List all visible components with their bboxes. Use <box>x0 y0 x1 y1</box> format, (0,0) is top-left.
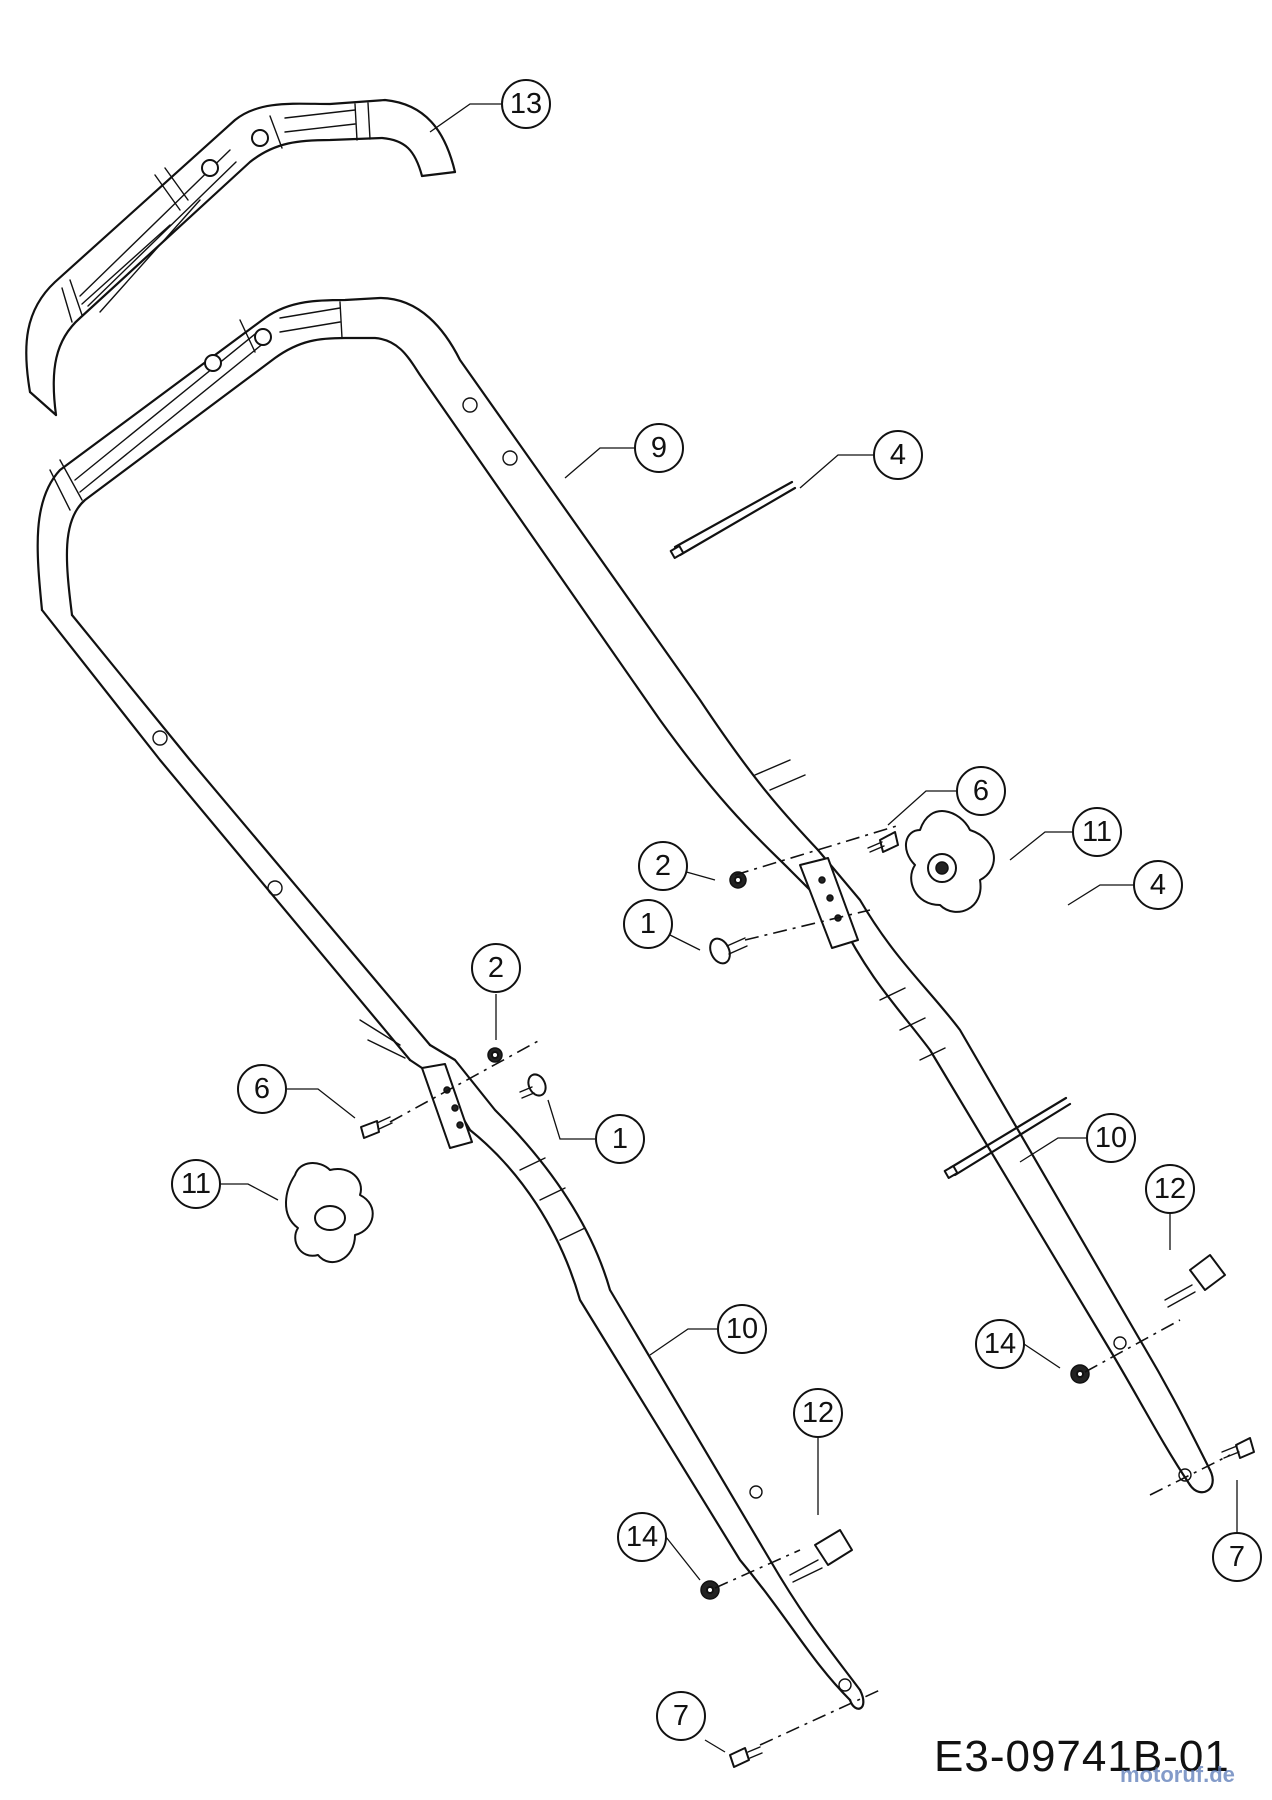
callout-6-left: 6 <box>237 1064 287 1114</box>
knob-right-11 <box>905 810 995 913</box>
svg-text:14: 14 <box>984 1328 1016 1360</box>
svg-text:4: 4 <box>890 439 906 471</box>
callout-10-left: 10 <box>717 1304 767 1354</box>
svg-text:7: 7 <box>673 1700 689 1732</box>
cable-tie-lower <box>943 1096 1072 1179</box>
svg-text:7: 7 <box>1229 1541 1245 1573</box>
svg-text:13: 13 <box>510 88 542 120</box>
callouts: 13 9 4 6 11 2 4 1 2 6 1 11 10 12 14 7 10… <box>171 79 1262 1741</box>
carriage-bolt-left-1 <box>519 1073 547 1099</box>
dash-axis-right-lower <box>1084 1319 1231 1496</box>
drawing-number: E3-09741B-01 <box>934 1732 1230 1781</box>
svg-text:14: 14 <box>626 1521 658 1553</box>
knob-left-11 <box>285 1162 374 1264</box>
callout-2-left: 2 <box>471 943 521 993</box>
callout-7-left: 7 <box>656 1691 706 1741</box>
svg-text:1: 1 <box>612 1123 628 1155</box>
callout-9: 9 <box>634 423 684 473</box>
carriage-bolt-right-1 <box>709 937 748 965</box>
lower-handle-right <box>788 848 1214 1494</box>
svg-text:6: 6 <box>254 1073 270 1105</box>
callout-14-left: 14 <box>617 1512 667 1562</box>
callout-11-right: 11 <box>1072 807 1122 857</box>
handle-grip-cover <box>25 98 457 417</box>
callout-12-right: 12 <box>1145 1164 1195 1214</box>
svg-text:2: 2 <box>488 952 504 984</box>
callout-11-left: 11 <box>171 1159 221 1209</box>
callout-4-upper: 4 <box>873 430 923 480</box>
screw-left-7 <box>729 1746 763 1768</box>
lower-handle-left <box>359 1019 865 1710</box>
upper-handle <box>36 296 820 1062</box>
callout-2-right: 2 <box>638 841 688 891</box>
dash-axis-left-lower <box>714 1549 881 1746</box>
nut-right-2 <box>729 871 747 889</box>
dash-axis-left <box>389 1039 541 1123</box>
svg-text:12: 12 <box>1154 1173 1186 1205</box>
callout-12-left: 12 <box>793 1388 843 1438</box>
callout-4-lower: 4 <box>1133 860 1183 910</box>
callout-1-left: 1 <box>595 1114 645 1164</box>
svg-text:11: 11 <box>181 1168 211 1200</box>
lock-knob-right-12 <box>1164 1254 1226 1308</box>
cable-tie-upper <box>669 480 797 559</box>
nut-left-2 <box>487 1047 503 1063</box>
svg-text:12: 12 <box>802 1397 834 1429</box>
callout-13: 13 <box>501 79 551 129</box>
watermark: motoruf.de <box>1120 1762 1235 1787</box>
callout-1-right: 1 <box>623 899 673 949</box>
dash-axis-right <box>734 824 901 941</box>
screw-right-7 <box>1221 1437 1255 1459</box>
washer-right-14 <box>1070 1364 1090 1384</box>
svg-text:2: 2 <box>655 850 671 882</box>
callout-6-right: 6 <box>956 766 1006 816</box>
bolt-right-6 <box>867 831 899 853</box>
svg-text:9: 9 <box>651 432 667 464</box>
bolt-left-6 <box>360 1116 393 1139</box>
callout-14-right: 14 <box>975 1319 1025 1369</box>
svg-text:10: 10 <box>726 1313 758 1345</box>
leader-lines <box>220 103 1238 1753</box>
lock-knob-left-12 <box>789 1529 853 1583</box>
svg-text:6: 6 <box>973 775 989 807</box>
washer-left-14 <box>700 1580 720 1600</box>
callout-7-right: 7 <box>1212 1532 1262 1582</box>
callout-10-right: 10 <box>1086 1113 1136 1163</box>
svg-text:4: 4 <box>1150 869 1166 901</box>
svg-text:10: 10 <box>1095 1122 1127 1154</box>
svg-text:1: 1 <box>640 908 656 940</box>
svg-text:11: 11 <box>1082 816 1112 848</box>
